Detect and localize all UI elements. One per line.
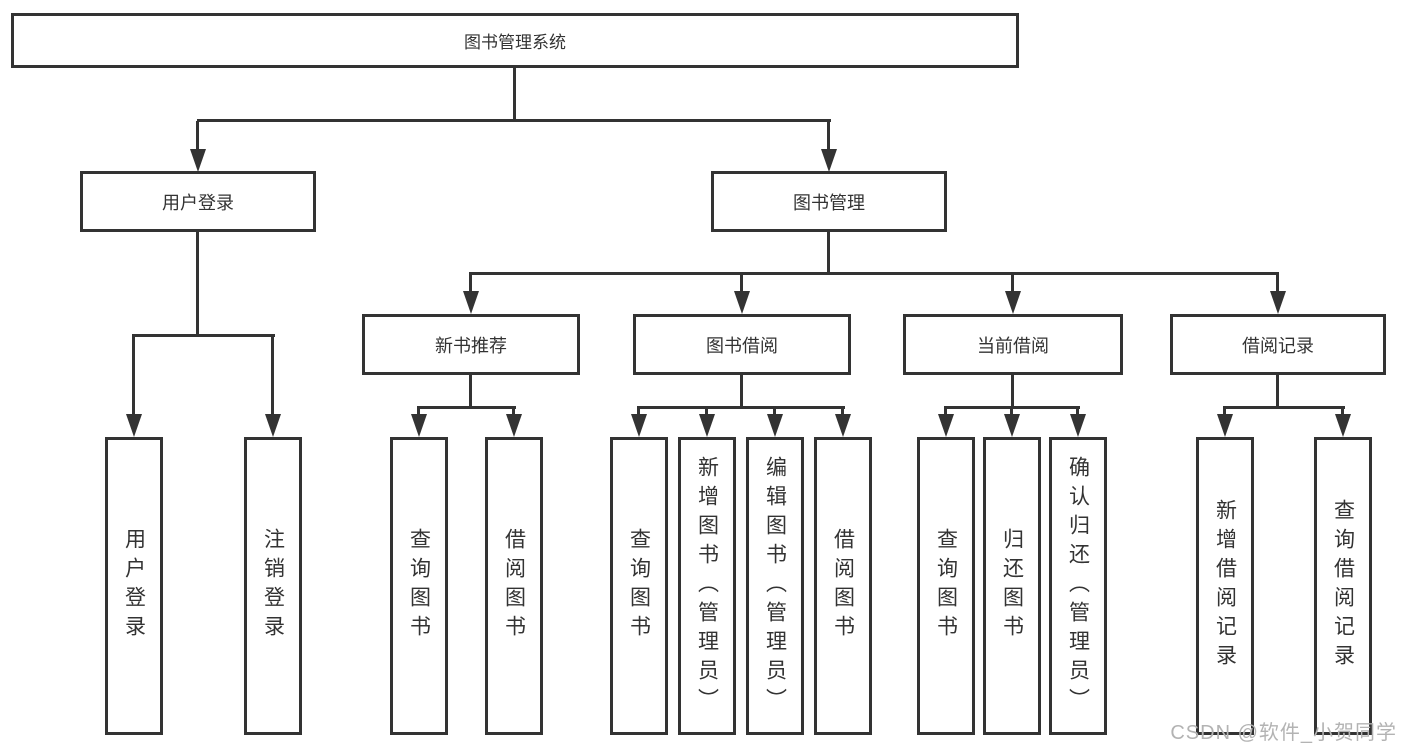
connector-drop-leaf <box>841 408 844 417</box>
arrow-down-icon <box>1270 291 1286 314</box>
connector-bus-book-borrow <box>637 406 845 409</box>
arrow-down-icon <box>411 414 427 437</box>
arrow-down-icon <box>938 414 954 437</box>
node-leaf-borrow-books-recommend: 借阅图书 <box>485 437 543 735</box>
connector-drop-book-management <box>827 121 830 151</box>
connector-root-stub <box>513 66 516 121</box>
watermark-text: CSDN @软件_小贺同学 <box>1170 722 1397 744</box>
arrow-down-icon <box>126 414 142 437</box>
connector-bus-user-login <box>132 334 275 337</box>
arrow-down-icon <box>1004 414 1020 437</box>
arrow-down-icon <box>631 414 647 437</box>
node-leaf-query-books-recommend: 查询图书 <box>390 437 448 735</box>
connector-drop-book-borrow <box>740 274 743 293</box>
node-leaf-add-borrow-record: 新增借阅记录 <box>1196 437 1254 735</box>
connector-drop-leaf-logout <box>271 336 274 416</box>
arrow-down-icon <box>1335 414 1351 437</box>
connector-borrow-records-stub <box>1276 375 1279 408</box>
node-leaf-edit-books-admin: 编辑图书（管理员） <box>746 437 804 735</box>
connector-drop-leaf <box>944 408 947 417</box>
node-leaf-logout: 注销登录 <box>244 437 302 735</box>
connector-drop-leaf <box>1223 408 1226 417</box>
connector-bus-current-borrow <box>944 406 1080 409</box>
node-current-borrow: 当前借阅 <box>903 314 1123 375</box>
arrow-down-icon <box>506 414 522 437</box>
arrow-down-icon <box>1070 414 1086 437</box>
connector-book-borrow-stub <box>740 375 743 408</box>
arrow-down-icon <box>265 414 281 437</box>
node-user-login: 用户登录 <box>80 171 316 232</box>
node-borrow-records: 借阅记录 <box>1170 314 1386 375</box>
node-book-management: 图书管理 <box>711 171 947 232</box>
node-leaf-query-books-borrow: 查询图书 <box>610 437 668 735</box>
connector-user-login-stub <box>196 232 199 336</box>
node-leaf-confirm-return-admin: 确认归还（管理员） <box>1049 437 1107 735</box>
connector-drop-leaf-user-login <box>132 336 135 416</box>
connector-drop-user-login <box>196 121 199 151</box>
node-leaf-user-login: 用户登录 <box>105 437 163 735</box>
node-leaf-borrow-books: 借阅图书 <box>814 437 872 735</box>
connector-bus-level2 <box>197 119 831 122</box>
arrow-down-icon <box>734 291 750 314</box>
node-book-borrow: 图书借阅 <box>633 314 851 375</box>
arrow-down-icon <box>463 291 479 314</box>
connector-bus-borrow-records <box>1223 406 1345 409</box>
connector-drop-new-book <box>469 274 472 293</box>
connector-drop-leaf <box>1076 408 1079 417</box>
arrow-down-icon <box>190 149 206 172</box>
connector-drop-leaf <box>1341 408 1344 417</box>
connector-book-management-stub <box>827 232 830 274</box>
connector-drop-leaf <box>512 408 515 417</box>
connector-drop-leaf <box>637 408 640 417</box>
arrow-down-icon <box>1217 414 1233 437</box>
connector-drop-leaf <box>773 408 776 417</box>
arrow-down-icon <box>767 414 783 437</box>
node-leaf-query-books-current: 查询图书 <box>917 437 975 735</box>
node-leaf-return-books: 归还图书 <box>983 437 1041 735</box>
connector-drop-leaf <box>417 408 420 417</box>
connector-bus-level3 <box>469 272 1279 275</box>
connector-drop-leaf <box>705 408 708 417</box>
arrow-down-icon <box>835 414 851 437</box>
node-library-management-system: 图书管理系统 <box>11 13 1019 68</box>
arrow-down-icon <box>1005 291 1021 314</box>
connector-bus-new-book <box>417 406 516 409</box>
connector-drop-current-borrow <box>1011 274 1014 293</box>
connector-new-book-stub <box>469 375 472 408</box>
arrow-down-icon <box>699 414 715 437</box>
node-new-book-recommend: 新书推荐 <box>362 314 580 375</box>
node-leaf-add-books-admin: 新增图书（管理员） <box>678 437 736 735</box>
connector-current-borrow-stub <box>1011 375 1014 408</box>
node-leaf-query-borrow-record: 查询借阅记录 <box>1314 437 1372 735</box>
connector-drop-borrow-records <box>1276 274 1279 293</box>
connector-drop-leaf <box>1010 408 1013 417</box>
arrow-down-icon <box>821 149 837 172</box>
